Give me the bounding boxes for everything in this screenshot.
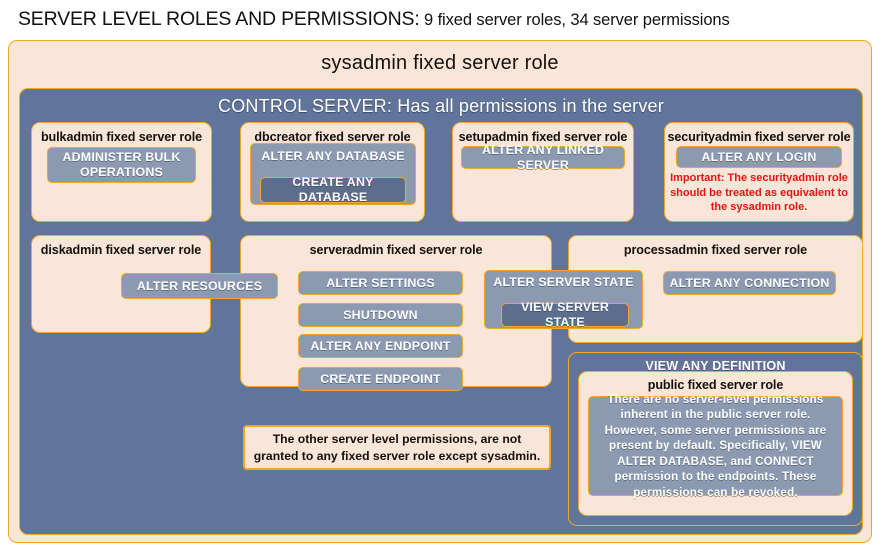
page-title: SERVER LEVEL ROLES AND PERMISSIONS: 9 fi… <box>18 8 730 31</box>
role-card-securityadmin: securityadmin fixed server role Importan… <box>664 122 854 222</box>
role-card-setupadmin: setupadmin fixed server role <box>452 122 634 222</box>
permission-administer-bulk-operations[interactable]: ADMINISTER BULK OPERATIONS <box>47 147 196 183</box>
permission-alter-any-connection[interactable]: ALTER ANY CONNECTION <box>663 271 836 295</box>
permission-alter-settings[interactable]: ALTER SETTINGS <box>298 271 463 295</box>
permission-alter-any-linked-server[interactable]: ALTER ANY LINKED SERVER <box>461 143 625 172</box>
role-label-serveradmin: serveradmin fixed server role <box>309 243 483 257</box>
permission-view-server-state[interactable]: VIEW SERVER STATE <box>501 300 629 329</box>
permission-alter-resources[interactable]: ALTER RESOURCES <box>121 273 278 299</box>
public-role-note: There are no server-level permissions in… <box>588 393 843 499</box>
sysadmin-role-label: sysadmin fixed server role <box>321 52 559 74</box>
role-label-setupadmin: setupadmin fixed server role <box>458 130 628 144</box>
role-label-diskadmin: diskadmin fixed server role <box>40 243 202 257</box>
role-label-dbcreator: dbcreator fixed server role <box>254 130 411 144</box>
permission-view-any-definition[interactable]: VIEW ANY DEFINITION <box>645 359 786 373</box>
permission-shutdown[interactable]: SHUTDOWN <box>298 303 463 327</box>
securityadmin-warning-text: Important: The securityadmin role should… <box>670 172 848 214</box>
page-title-strong: SERVER LEVEL ROLES AND PERMISSIONS: <box>18 8 420 30</box>
control-server-label: CONTROL SERVER: Has all permissions in t… <box>218 96 664 116</box>
page-title-sub: 9 fixed server roles, 34 server permissi… <box>424 11 730 29</box>
permission-create-any-database[interactable]: CREATE ANY DATABASE <box>260 175 406 204</box>
role-label-public: public fixed server role <box>647 378 784 392</box>
permission-alter-any-database-label: ALTER ANY DATABASE <box>261 149 405 163</box>
role-label-securityadmin: securityadmin fixed server role <box>667 130 851 144</box>
role-label-processadmin: processadmin fixed server role <box>623 243 808 257</box>
permission-alter-any-endpoint[interactable]: ALTER ANY ENDPOINT <box>298 334 463 358</box>
note-other-permissions: The other server level permissions, are … <box>243 425 551 470</box>
permission-alter-any-login[interactable]: ALTER ANY LOGIN <box>676 146 842 168</box>
permission-alter-server-state-label: ALTER SERVER STATE <box>493 275 634 289</box>
permission-create-endpoint[interactable]: CREATE ENDPOINT <box>298 367 463 391</box>
role-label-bulkadmin: bulkadmin fixed server role <box>40 130 203 144</box>
